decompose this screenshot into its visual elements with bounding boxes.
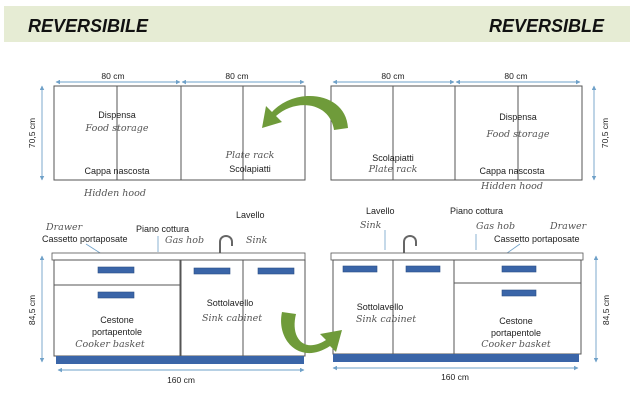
left-cooker-basket-label: Cooker basket — [75, 339, 145, 350]
right-drawer-handle — [501, 265, 537, 273]
right-plate-rack-label: Plate rack — [368, 164, 418, 175]
right-cappa-label: Cappa nascosta — [479, 166, 544, 176]
right-cooker-basket-label: Cooker basket — [481, 339, 551, 350]
left-cestone-handle — [97, 291, 135, 299]
right-portapentole-label: portapentole — [491, 328, 541, 338]
left-sink-cabinet-label: Sink cabinet — [202, 313, 262, 324]
left-portapentole-label: portapentole — [92, 327, 142, 337]
swap-arrow-top — [262, 96, 348, 130]
right-sink-cabinet-label: Sink cabinet — [356, 314, 416, 325]
header-band — [4, 6, 630, 42]
curved-arrow-icon — [262, 96, 348, 130]
right-food-storage-label: Food storage — [486, 129, 550, 140]
left-sink-door-handle-b — [257, 267, 295, 275]
left-drawer-label: Drawer — [45, 222, 84, 233]
right-sink-door-handle-a — [342, 265, 378, 273]
right-cassetto-label: Cassetto portaposate — [494, 234, 580, 244]
swap-arrow-bottom — [281, 312, 342, 354]
curved-arrow-icon — [281, 312, 342, 354]
right-plinth — [333, 354, 579, 362]
right-bottom-width: 160 cm — [441, 372, 469, 382]
left-top-width-b: 80 cm — [225, 71, 248, 81]
left-dispensa-label: Dispensa — [98, 110, 136, 120]
left-base-units: Drawer Cassetto portaposate Piano cottur… — [27, 210, 306, 385]
left-sottolavello-label: Sottolavello — [207, 298, 254, 308]
title-left: REVERSIBILE — [28, 16, 149, 36]
left-sink-label: Sink — [246, 235, 268, 246]
right-top-width-b: 80 cm — [504, 71, 527, 81]
right-gas-hob-label: Gas hob — [476, 221, 515, 232]
left-top-height: 70,5 cm — [27, 118, 37, 148]
right-sottolavello-label: Sottolavello — [357, 302, 404, 312]
left-gas-hob-label: Gas hob — [165, 235, 204, 246]
left-wall-units: 80 cm 80 cm 70,5 cm Dispensa Food storag… — [27, 71, 306, 199]
left-cestone-label: Cestone — [100, 315, 134, 325]
left-top-width-a: 80 cm — [101, 71, 124, 81]
left-sink-door-handle-a — [193, 267, 231, 275]
left-cappa-label: Cappa nascosta — [84, 166, 149, 176]
left-lavello-label: Lavello — [236, 210, 265, 220]
right-sink-door-handle-b — [405, 265, 441, 273]
right-dispensa-label: Dispensa — [499, 112, 537, 122]
left-food-storage-label: Food storage — [85, 123, 149, 134]
left-plinth — [56, 356, 304, 364]
left-tap-icon — [219, 235, 233, 254]
right-top-width-a: 80 cm — [381, 71, 404, 81]
left-hidden-hood-label: Hidden hood — [83, 188, 146, 199]
left-bottom-width: 160 cm — [167, 375, 195, 385]
right-sink-label: Sink — [360, 220, 382, 231]
title-right: REVERSIBLE — [489, 16, 605, 36]
right-scolapiatti-label: Scolapiatti — [372, 153, 414, 163]
right-base-units: Lavello Sink Piano cottura Gas hob Drawe… — [330, 206, 611, 382]
right-top-height: 70,5 cm — [600, 118, 610, 148]
right-bottom-height: 84,5 cm — [601, 295, 611, 325]
right-cestone-handle — [501, 289, 537, 297]
right-lavello-label: Lavello — [366, 206, 395, 216]
left-bottom-height: 84,5 cm — [27, 295, 37, 325]
right-tap-icon — [403, 235, 417, 254]
left-plate-rack-label: Plate rack — [225, 150, 275, 161]
right-piano-label: Piano cottura — [450, 206, 503, 216]
right-drawer-label: Drawer — [549, 221, 588, 232]
right-wall-units: 80 cm 80 cm 70,5 cm Scolapiatti Plate ra… — [330, 71, 610, 192]
left-piano-label: Piano cottura — [136, 224, 189, 234]
right-cestone-label: Cestone — [499, 316, 533, 326]
right-hidden-hood-label: Hidden hood — [480, 181, 543, 192]
left-cassetto-label: Cassetto portaposate — [42, 234, 128, 244]
left-drawer-handle — [97, 266, 135, 274]
left-scolapiatti-label: Scolapiatti — [229, 164, 271, 174]
